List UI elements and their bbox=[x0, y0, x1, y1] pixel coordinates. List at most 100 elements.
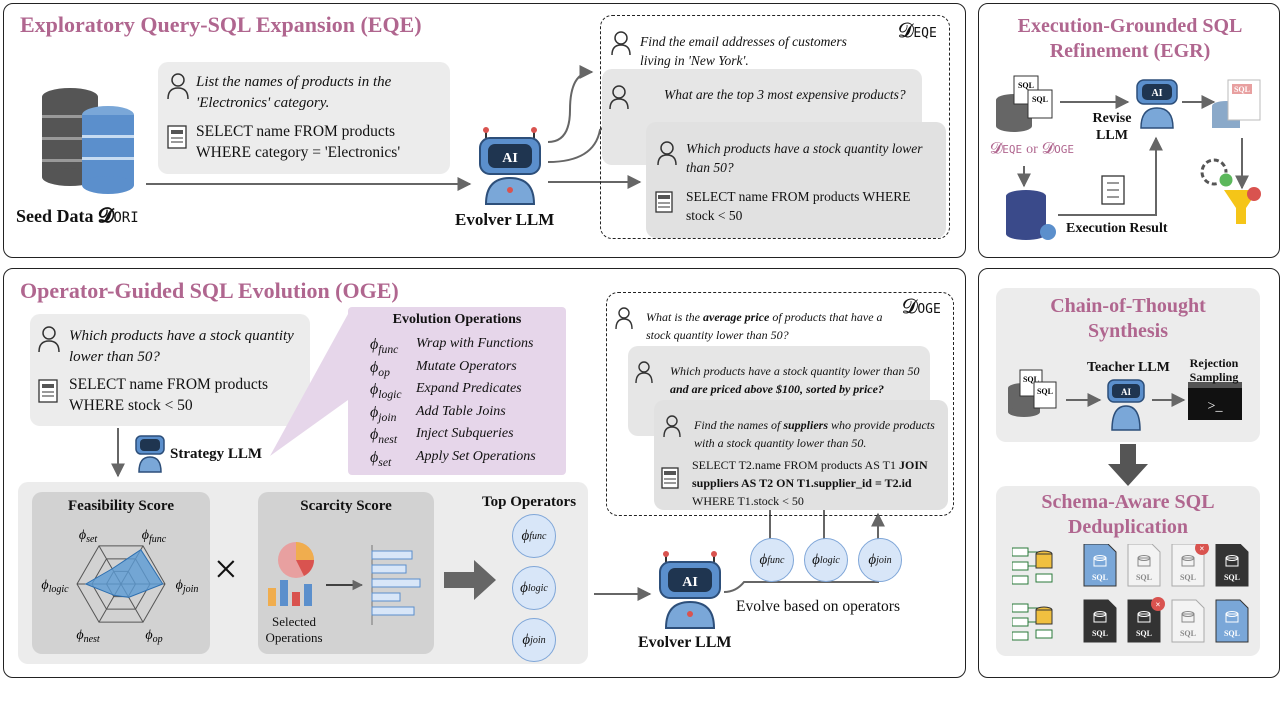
pie-bar-icon bbox=[268, 542, 314, 606]
teacher-llm-label: Teacher LLM bbox=[1087, 360, 1170, 375]
sql-file-icon: SQL× bbox=[1127, 597, 1165, 643]
sql-file-icon: SQL bbox=[1171, 599, 1205, 643]
op-label: Wrap with Functions bbox=[416, 336, 534, 351]
op-label: Mutate Operators bbox=[416, 358, 517, 374]
evolve-label: Evolve based on operators bbox=[736, 598, 900, 615]
op-sub: join bbox=[378, 410, 397, 424]
svg-text:SQL: SQL bbox=[1234, 85, 1250, 94]
sql-file-icon: SQL bbox=[1083, 544, 1117, 587]
evolution-op-func: ϕfunc Wrap with Functions bbox=[370, 336, 533, 356]
evolution-op-op: ϕop Mutate Operators bbox=[370, 358, 517, 379]
rejection-sampling-label: Rejection Sampling bbox=[1189, 356, 1239, 384]
scarcity-title: Scarcity Score bbox=[300, 498, 392, 514]
op-sub: logic bbox=[378, 387, 402, 401]
oge-title: Operator-Guided SQL Evolution (OGE) bbox=[20, 278, 399, 303]
user-icon bbox=[38, 326, 60, 353]
op-sub: nest bbox=[378, 432, 398, 446]
feasibility-title: Feasibility Score bbox=[68, 498, 174, 514]
radar-label-join: ϕjoin bbox=[176, 578, 199, 595]
op-symbol: ϕ bbox=[370, 448, 379, 466]
sql-file-icon: SQL bbox=[1127, 544, 1161, 587]
svg-text:AI: AI bbox=[1151, 88, 1162, 99]
svg-text:AI: AI bbox=[682, 575, 698, 590]
eqe-q1: Find the email addresses of customers li… bbox=[640, 34, 847, 68]
svg-text:AI: AI bbox=[1121, 387, 1131, 397]
oge-arrows bbox=[111, 428, 885, 601]
times-symbol: × bbox=[214, 547, 238, 593]
svg-text:AI: AI bbox=[502, 151, 518, 166]
op-symbol: ϕ bbox=[370, 358, 379, 376]
evolution-op-logic: ϕlogic Expand Predicates bbox=[370, 381, 522, 401]
op-label: Apply Set Operations bbox=[416, 448, 536, 464]
svg-text:SQL: SQL bbox=[1180, 629, 1196, 638]
evolution-ops-box bbox=[348, 307, 566, 475]
evolution-ops-title: Evolution Operations bbox=[392, 312, 522, 327]
operations-callout-wedge bbox=[270, 314, 348, 456]
seed-query: List the names of products in the 'Elect… bbox=[196, 74, 392, 111]
sql-file-icon bbox=[38, 379, 58, 403]
op-symbol: ϕ bbox=[370, 336, 379, 353]
sql-file-icon: SQL bbox=[1215, 599, 1249, 643]
user-icon bbox=[609, 85, 629, 110]
svg-text:SQL: SQL bbox=[1180, 573, 1196, 582]
svg-text:SQL: SQL bbox=[1023, 375, 1039, 384]
eqe-q3-sql: SELECT name FROM products WHERE stock < … bbox=[686, 189, 911, 223]
oge-sql: SELECT name FROM products WHERE stock < … bbox=[69, 376, 269, 414]
seed-sql: SELECT name FROM products WHERE category… bbox=[196, 123, 401, 161]
svg-text:×: × bbox=[1155, 600, 1160, 610]
user-icon bbox=[635, 361, 653, 384]
oge-set-box bbox=[606, 292, 954, 516]
svg-text:×: × bbox=[1199, 544, 1204, 554]
egr-title: Execution-Grounded SQL Refinement (EGR) bbox=[1017, 15, 1243, 62]
execution-result-label: Execution Result bbox=[1066, 221, 1168, 236]
op-label: Inject Subqueries bbox=[416, 426, 514, 441]
oge-card-3 bbox=[654, 400, 948, 510]
eqe-set-label: 𝓓EQE bbox=[898, 20, 937, 42]
user-icon bbox=[167, 73, 189, 100]
radar-label-set: ϕset bbox=[79, 528, 98, 545]
radar-label-op: ϕop bbox=[145, 628, 162, 645]
scarcity-bars bbox=[326, 545, 421, 625]
svg-text:SQL: SQL bbox=[1092, 573, 1108, 582]
top-operators-title: Top Operators bbox=[482, 494, 577, 510]
user-icon bbox=[657, 141, 677, 166]
dedup-title: Schema-Aware SQL Deduplication bbox=[1041, 491, 1215, 538]
oge-c1: What is the average price of products th… bbox=[646, 310, 883, 342]
svg-text:SQL: SQL bbox=[1224, 629, 1240, 638]
robot-icon: AI bbox=[659, 551, 721, 629]
op-label: Add Table Joins bbox=[416, 403, 506, 419]
oge-seed-card bbox=[30, 314, 310, 426]
op-symbol: ϕ bbox=[370, 381, 379, 398]
user-icon bbox=[615, 307, 633, 330]
oge-c3-sql: SELECT T2.name FROM products AS T1 JOIN … bbox=[692, 458, 928, 508]
eqe-q3: Which products have a stock quantity low… bbox=[686, 141, 923, 175]
selected-ops-label: Selected Operations bbox=[265, 614, 323, 645]
radar-label-func: ϕfunc bbox=[142, 528, 167, 545]
seed-card bbox=[158, 62, 450, 174]
cot-diagram: SQL SQL AI >_ bbox=[1008, 369, 1242, 431]
robot-icon bbox=[135, 435, 165, 473]
egr-inputs-label: 𝓓EQE or 𝓓OGE bbox=[990, 140, 1074, 157]
op-label: Expand Predicates bbox=[416, 381, 522, 396]
sql-file-icon: SQL bbox=[1215, 544, 1249, 587]
radar-label-logic: ϕlogic bbox=[41, 578, 69, 595]
sql-file-icon: SQL bbox=[1083, 599, 1117, 643]
op-sub: func bbox=[378, 342, 399, 356]
svg-text:SQL: SQL bbox=[1136, 573, 1152, 582]
op-sub: op bbox=[378, 365, 390, 379]
down-arrow-icon bbox=[1108, 444, 1148, 486]
sql-file-icon bbox=[655, 191, 673, 213]
database-stack-icon bbox=[42, 88, 134, 194]
robot-icon: AI bbox=[479, 127, 541, 205]
svg-text:SQL: SQL bbox=[1032, 95, 1048, 104]
svg-text:SQL: SQL bbox=[1018, 81, 1034, 90]
oge-c2: Which products have a stock quantity low… bbox=[670, 364, 920, 396]
sql-file-icon bbox=[167, 125, 187, 149]
